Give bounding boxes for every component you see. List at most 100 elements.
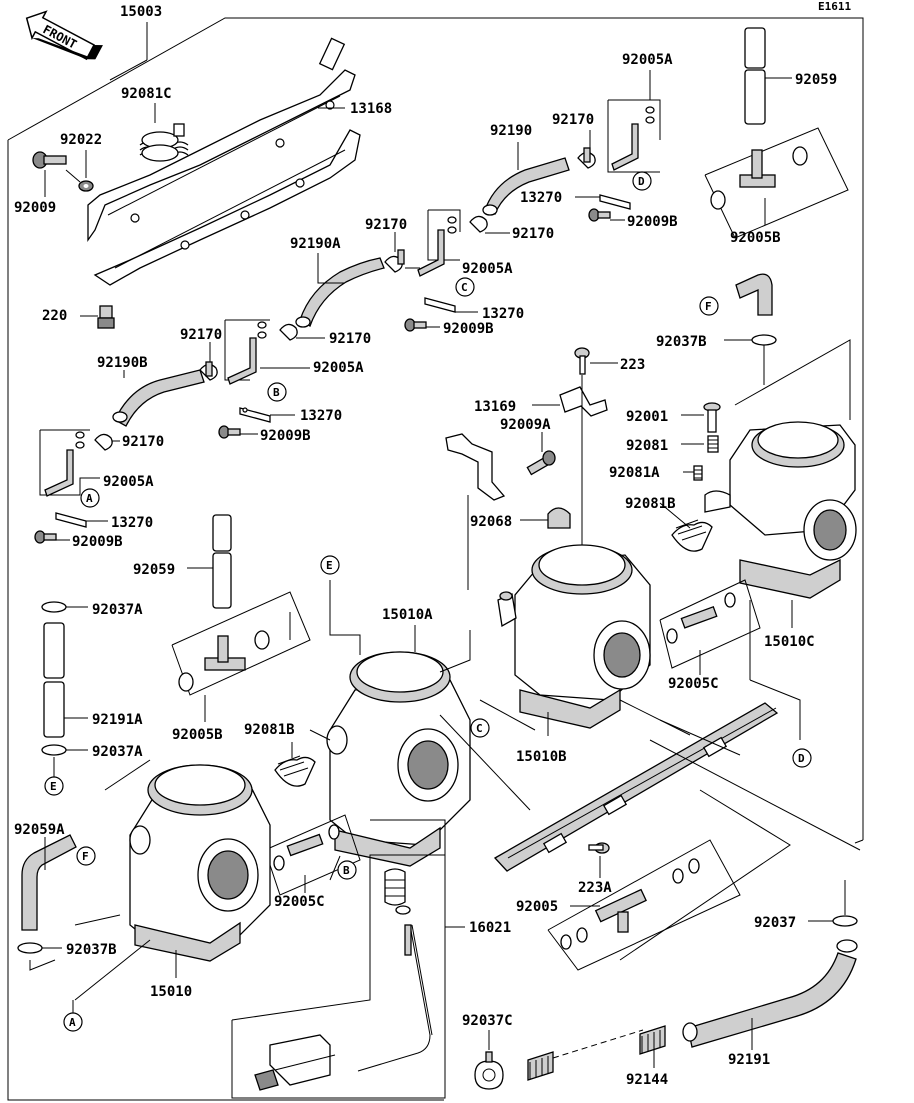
assembly-frame [7, 17, 864, 1101]
label-92190b: 92190B [97, 355, 148, 371]
label-15010b: 15010B [516, 749, 567, 765]
screw-92009b-a [34, 530, 57, 544]
label-92144: 92144 [626, 1072, 668, 1088]
spring-92081a [693, 465, 703, 481]
label-92170-c: 92170 [180, 327, 222, 343]
spring-92081c [139, 123, 189, 162]
carburetor-15010c [704, 339, 857, 599]
svg-text:B: B [343, 864, 350, 877]
label-13270-a: 13270 [300, 408, 342, 424]
diagram-code: E1611 [818, 0, 851, 13]
label-92005a-c: 92005A [103, 474, 154, 490]
svg-text:F: F [82, 850, 89, 863]
fitting-set-92005c-left [264, 814, 361, 896]
svg-text:C: C [461, 281, 468, 294]
callout-a-lower: A [63, 1012, 83, 1032]
screw-223a [588, 842, 610, 854]
fitting-set-92005a-left-lower [39, 429, 100, 497]
clamp-92037a-lower [41, 744, 67, 756]
fitting-set-92005a-right [607, 99, 661, 173]
label-92005b-b: 92005B [172, 727, 223, 743]
label-92005: 92005 [516, 899, 558, 915]
clip-92170-e [94, 433, 113, 451]
label-15010: 15010 [150, 984, 192, 1000]
bracket-13169 [559, 386, 608, 417]
screw-92009b-b [218, 425, 241, 439]
bent-hose-92059a-f [735, 273, 773, 316]
label-92009b-b: 92009B [72, 534, 123, 550]
label-13270-b: 13270 [111, 515, 153, 531]
svg-text:B: B [273, 386, 280, 399]
cap-92068 [547, 507, 571, 529]
label-92037c: 92037C [462, 1013, 513, 1029]
callout-c-upper: C [455, 277, 475, 297]
label-92005c-a: 92005C [668, 676, 719, 692]
label-92009a: 92009A [500, 417, 551, 433]
label-92081b-a: 92081B [625, 496, 676, 512]
clip-92170-c [199, 361, 218, 381]
bent-hose-92059a [21, 834, 77, 931]
spring-92081 [707, 435, 719, 453]
label-92190: 92190 [490, 123, 532, 139]
t-fitting-set-92005b-upper [704, 127, 849, 239]
carburetor-15010a [326, 651, 471, 867]
label-92191a: 92191A [92, 712, 143, 728]
link-bar [493, 702, 779, 872]
tube-92059-upper [744, 27, 766, 125]
screw-92001 [703, 402, 721, 433]
t-fitting-set-92005b-left [171, 591, 311, 696]
label-220: 220 [42, 308, 67, 324]
front-arrow-icon: FRONT [25, 10, 103, 61]
svg-text:E: E [326, 559, 333, 572]
svg-text:E: E [50, 780, 57, 793]
callout-f-upper: F [699, 296, 719, 316]
callout-c-mid: C [470, 718, 490, 738]
screw-92009b-c [404, 318, 427, 332]
fitting-set-92005 [547, 839, 741, 971]
callout-d-mid: D [792, 748, 812, 768]
callout-d-upper: D [632, 171, 652, 191]
label-92005a-b: 92005A [313, 360, 364, 376]
clamp-92037 [832, 915, 858, 927]
washer-92022 [78, 180, 94, 192]
label-92059a: 92059A [14, 822, 65, 838]
label-223: 223 [620, 357, 645, 373]
fitting-set-92005a-left-upper [224, 319, 270, 385]
hose-92190 [482, 157, 570, 216]
label-223a: 223A [578, 880, 612, 896]
label-92170-e: 92170 [552, 112, 594, 128]
clamp-92037a-upper [41, 601, 67, 613]
callout-e-lower: E [44, 776, 64, 796]
label-92081b-b: 92081B [244, 722, 295, 738]
callout-e-mid: E [320, 555, 340, 575]
label-92081c: 92081C [121, 86, 172, 102]
clip-92170-upper [384, 249, 405, 273]
label-92022: 92022 [60, 132, 102, 148]
spring-92144 [527, 1025, 666, 1081]
label-92170-a: 92170 [365, 217, 407, 233]
screw-92009b-d [588, 208, 611, 222]
bolt-220 [97, 305, 115, 329]
clip-92170-mid [469, 215, 488, 233]
hose-92191 [682, 939, 858, 1048]
label-92037a-b: 92037A [92, 744, 143, 760]
svg-text:C: C [476, 722, 483, 735]
callout-f-lower: F [76, 846, 96, 866]
bracket-13270-d [599, 194, 631, 210]
tube-92059-left [212, 514, 232, 609]
svg-text:F: F [705, 300, 712, 313]
throttle-bracket [445, 433, 506, 501]
bracket-13270-a [55, 512, 87, 528]
label-92059-a: 92059 [795, 72, 837, 88]
clamp-92037b-lower [17, 942, 43, 954]
label-92005a-a: 92005A [622, 52, 673, 68]
svg-text:D: D [798, 752, 805, 765]
hose-92191a [43, 622, 65, 738]
label-92037b-b: 92037B [66, 942, 117, 958]
callout-b-upper: B [267, 382, 287, 402]
label-13270-c: 13270 [482, 306, 524, 322]
label-92005b-a: 92005B [730, 230, 781, 246]
carburetor-15010 [129, 764, 271, 962]
svg-text:A: A [69, 1016, 76, 1029]
screw-92009 [32, 151, 67, 169]
